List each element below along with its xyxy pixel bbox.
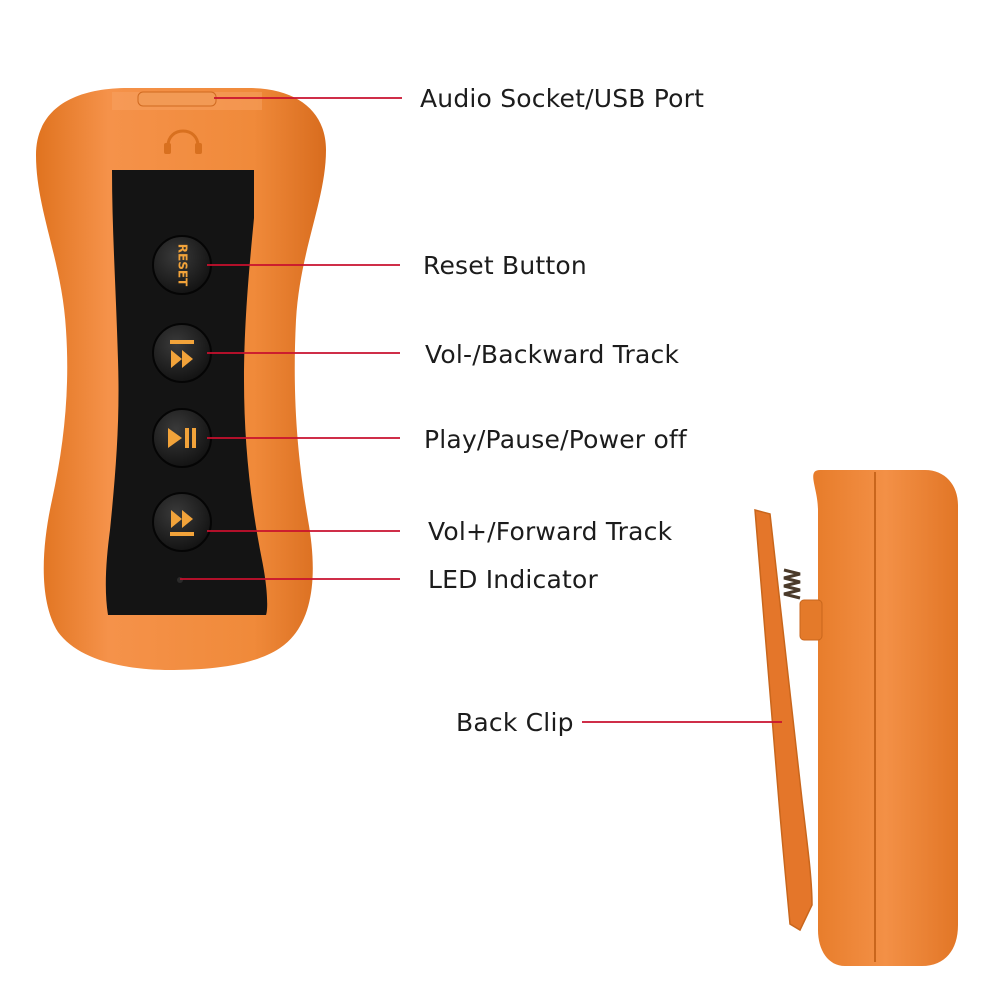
control-panel — [105, 170, 268, 615]
label-vol-backward: Vol-/Backward Track — [425, 340, 680, 369]
forward-button — [152, 492, 212, 552]
label-led-indicator: LED Indicator — [428, 565, 598, 594]
label-vol-forward: Vol+/Forward Track — [428, 517, 673, 546]
side-hinge — [799, 599, 823, 641]
headphone-icon — [164, 129, 202, 154]
spring — [783, 568, 801, 600]
callout-lines — [180, 97, 782, 723]
label-reset-button: Reset Button — [423, 251, 587, 280]
label-play-pause: Play/Pause/Power off — [424, 425, 687, 454]
reset-button-text: RESET — [176, 244, 190, 287]
player-side-view — [754, 470, 958, 966]
play-pause-button — [152, 408, 212, 468]
usb-cap — [137, 91, 217, 107]
previous-track-icon — [170, 340, 194, 368]
reset-button: RESET — [152, 235, 212, 295]
label-audio-socket: Audio Socket/USB Port — [420, 84, 705, 113]
label-back-clip: Back Clip — [456, 708, 574, 737]
backward-button — [152, 323, 212, 383]
led-indicator — [177, 577, 183, 583]
side-body — [813, 470, 958, 966]
back-clip — [754, 509, 813, 932]
play-pause-icon — [168, 428, 196, 448]
next-track-icon — [170, 510, 194, 536]
